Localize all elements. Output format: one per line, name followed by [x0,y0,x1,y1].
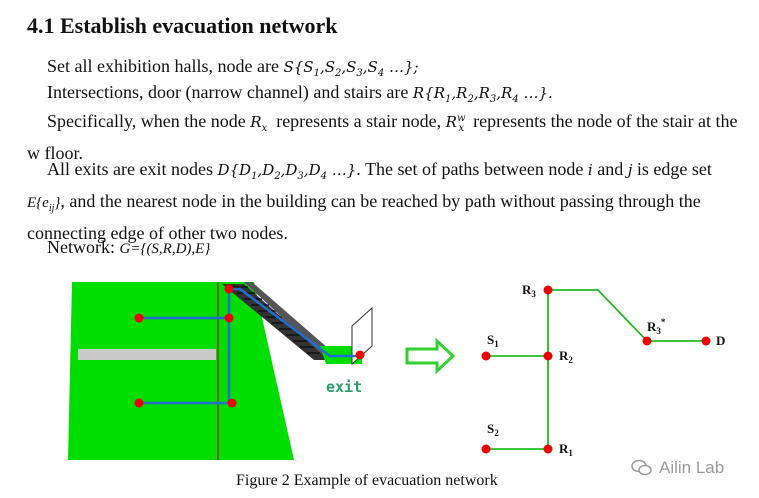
node-s2 [481,444,491,454]
network-formula: G={(S,R,D),E} [119,241,211,257]
node-r2 [543,351,553,361]
p4-text-b: . The set of paths between node [356,159,584,179]
set-s: S{S1,S2,S3,S4 …}; [283,58,419,79]
p2-text: Intersections, door (narrow channel) and… [47,82,409,102]
p3-text-b: represents a stair node, [276,111,442,131]
paragraph-exhibition-halls: Set all exhibition halls, node are S{S1,… [27,54,739,86]
label-d: D [716,333,725,348]
node-r3 [543,285,553,295]
label-s2: S2 [487,421,499,438]
watermark-text: Ailin Lab [659,458,725,477]
staircase [222,282,344,362]
node-r1 [543,444,553,454]
floor-nodes [134,284,365,408]
floor-plane [68,282,294,460]
figure-caption: Figure 2 Example of evacuation network [236,472,498,489]
p4-text-d: , and the nearest node in the building c… [27,191,701,243]
watermark: Ailin Lab [631,458,724,478]
set-r: R{R1,R2,R3,R4 …}. [412,84,553,105]
node-rxw: Rwx [445,113,466,134]
label-r3: R3 [522,282,536,299]
node-s1 [481,351,491,361]
exit-label: exit [326,378,362,396]
exit-door [351,306,373,366]
network-nodes [481,285,711,454]
p4-text-a: All exits are exit nodes [47,159,213,179]
node-rx: Rx [250,113,268,134]
wechat-icon [631,459,652,476]
paragraph-intersections: Intersections, door (narrow channel) and… [27,80,739,112]
p5-text-a: Network: [47,237,115,257]
paragraph-exits: All exits are exit nodes D{D1,D2,D3,D4 …… [27,157,739,246]
paragraph-network: Network: G={(S,R,D),E} [27,235,739,262]
var-i: i [587,161,593,179]
label-r3-star: R3* [647,317,666,336]
arrow-icon [405,337,456,375]
exit-landing [320,346,362,364]
label-s1: S1 [487,332,499,349]
edge-set: E{eij} [27,195,61,214]
section-heading: 4.1 Establish evacuation network [27,13,338,38]
var-j: j [627,161,633,179]
node-d [701,336,711,346]
p4-text-and: and [597,159,624,179]
label-r1: R1 [559,441,573,458]
label-r2: R2 [559,348,573,365]
paragraph-stair-node: Specifically, when the node Rx represent… [27,106,739,166]
p4-text-c: is edge set [636,159,712,179]
p3-text-a: Specifically, when the node [47,111,246,131]
corridor [78,349,216,360]
set-d: D{D1,D2,D3,D4 …} [217,161,357,182]
network-edges [486,289,706,450]
node-r3-star [642,336,652,346]
evacuation-path [139,287,360,405]
p3-text-c: represents the node of the stair at the … [27,111,738,163]
p1-text: Set all exhibition halls, node are [47,56,279,76]
